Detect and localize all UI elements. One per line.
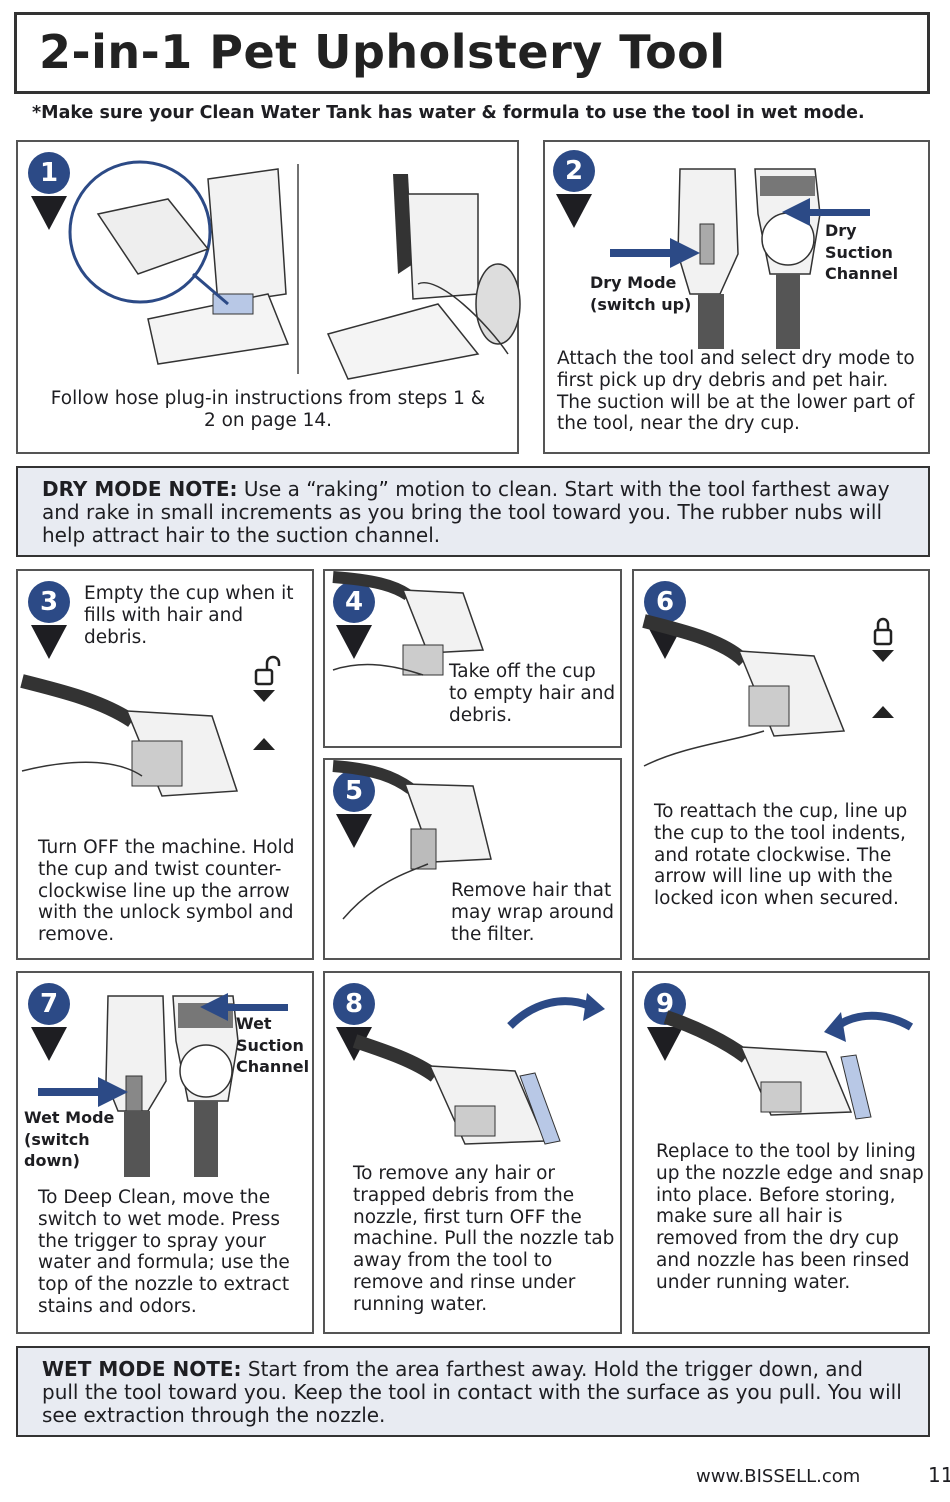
dry-mode-label: Dry Mode (switch up)	[590, 273, 692, 314]
step-5-pointer-icon	[336, 814, 372, 848]
dry-mode-note-body: Use a “raking” motion to clean. Start wi…	[42, 477, 890, 547]
step-9-illustration	[663, 1010, 914, 1120]
step-7-badge: 7	[28, 983, 70, 1025]
step-4-text: Take off the cup to empty hair and debri…	[449, 661, 616, 726]
dry-suction-channel-label: Dry Suction Channel	[825, 221, 899, 283]
step-5-panel: 5 Remove hair that may wrap around the f…	[323, 758, 622, 960]
step-3-pointer-icon	[31, 625, 67, 659]
page-title: 2-in-1 Pet Upholstery Tool	[39, 25, 726, 79]
step-6-illustration	[642, 614, 846, 767]
step-6-text: To reattach the cup, line up the cup to …	[654, 801, 908, 910]
step-7-text: To Deep Clean, move the switch to wet mo…	[38, 1187, 290, 1317]
dry-mode-note-text: DRY MODE NOTE: Use a “raking” motion to …	[42, 478, 904, 547]
step-9-pointer-icon	[647, 1027, 683, 1061]
wet-suction-channel-label: Wet Suction Channel	[236, 1014, 310, 1076]
step-8-text: To remove any hair or trapped debris fro…	[353, 1163, 615, 1315]
step-1-badge: 1	[28, 152, 70, 194]
step-5-badge: 5	[333, 770, 375, 812]
step-8-illustration	[352, 993, 605, 1145]
step-3-top-text: Empty the cup when it fills with hair an…	[84, 583, 294, 648]
step-3-text: Turn OFF the machine. Hold the cup and t…	[38, 837, 295, 946]
step-9-text: Replace to the tool by lining up the noz…	[656, 1141, 924, 1293]
wet-mode-note: WET MODE NOTE: Start from the area farth…	[16, 1346, 930, 1437]
step-3-panel: 3 Empty the cup when it fills with hair …	[16, 569, 314, 960]
step-7-panel: 7 Wet Mode (switch down) Wet Suction Cha…	[16, 971, 314, 1334]
step-1-panel: 1 Follow hose plug-in instructions from …	[16, 140, 521, 454]
unlock-icon	[253, 655, 281, 750]
page-number: 11	[928, 1463, 950, 1487]
wet-mode-note-body: Start from the area farthest away. Hold …	[42, 1357, 902, 1427]
water-tank-note: *Make sure your Clean Water Tank has wat…	[32, 103, 865, 123]
step-2-panel: 2 Dry Mode (switch up) Dry Suction Chann…	[543, 140, 930, 454]
step-2-tool-illustration	[610, 168, 870, 349]
step-5-text: Remove hair that may wrap around the fil…	[451, 880, 614, 945]
step-2-badge: 2	[553, 150, 595, 192]
step-7-tool-illustration	[38, 993, 288, 1177]
step-2-text: Attach the tool and select dry mode to f…	[557, 348, 915, 435]
step-4-pointer-icon	[336, 625, 372, 659]
wet-mode-note-text: WET MODE NOTE: Start from the area farth…	[42, 1358, 904, 1427]
dry-mode-note-label: DRY MODE NOTE:	[42, 477, 238, 501]
step-7-pointer-icon	[31, 1027, 67, 1061]
dry-mode-note: DRY MODE NOTE: Use a “raking” motion to …	[16, 466, 930, 557]
step-8-badge: 8	[333, 983, 375, 1025]
step-4-panel: 4 Take off the cup to empty hair and deb…	[323, 569, 622, 748]
step-4-badge: 4	[333, 581, 375, 623]
step-1-pointer-icon	[31, 196, 67, 230]
step-9-panel: 9 Replace to the tool by lining up the n…	[632, 971, 930, 1334]
step-1-illustration	[68, 160, 521, 380]
step-3-badge: 3	[28, 581, 70, 623]
title-box: 2-in-1 Pet Upholstery Tool	[14, 12, 930, 94]
step-3-illustration	[20, 674, 239, 797]
step-1-text: Follow hose plug-in instructions from st…	[50, 388, 486, 431]
step-8-panel: 8 To remove any hair or trapped debris f…	[323, 971, 622, 1334]
wet-mode-label: Wet Mode (switch down)	[24, 1108, 115, 1170]
footer-url: www.BISSELL.com	[696, 1466, 861, 1487]
step-5-illustration	[332, 760, 492, 920]
lock-icon	[872, 617, 894, 718]
step-6-panel: 6 To reattach the cup, line up the cup t…	[632, 569, 930, 960]
step-4-illustration	[332, 571, 485, 676]
wet-mode-note-label: WET MODE NOTE:	[42, 1357, 242, 1381]
step-2-pointer-icon	[556, 194, 592, 228]
